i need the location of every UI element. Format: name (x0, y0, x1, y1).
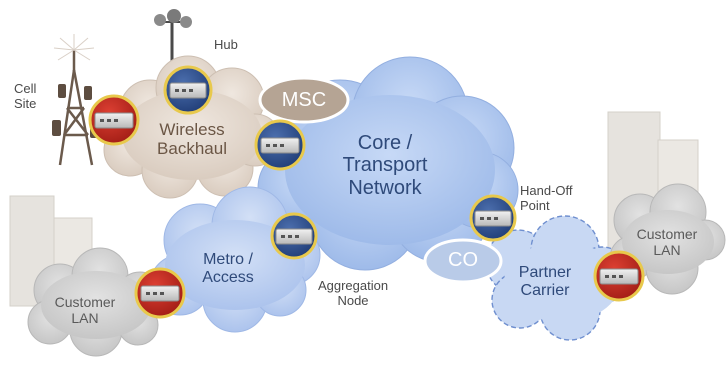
device-hand-off (469, 194, 517, 242)
wireless-backhaul-label: Wireless Backhaul (157, 120, 227, 159)
hand-off-point-label: Hand-Off Point (520, 183, 573, 213)
customer-cloud-left (27, 247, 165, 357)
metro-access-label: Metro / Access (202, 251, 254, 286)
device-cell-site (88, 94, 140, 146)
core-transport-label: Core / Transport Network (342, 132, 428, 199)
signal-rays (53, 34, 95, 61)
device-customer-right (593, 250, 645, 302)
aggregation-node-label: Aggregation Node (317, 278, 389, 308)
device-aggregation (270, 212, 318, 260)
cell-tower (58, 50, 94, 166)
partner-carrier-label: Partner Carrier (518, 264, 572, 299)
device-backhaul-core (254, 119, 306, 171)
msc-label: MSC (281, 89, 327, 111)
device-customer-left (134, 267, 186, 319)
co-label: CO (448, 249, 478, 271)
msc-pill (258, 76, 350, 124)
customer-lan-left-label: Customer LAN (54, 294, 116, 326)
device-hub (163, 65, 213, 115)
customer-lan-right-label: Customer LAN (636, 226, 698, 258)
hub-label: Hub (214, 37, 238, 52)
cell-site-label: Cell Site (14, 81, 37, 111)
core-cloud (257, 56, 519, 271)
co-pill (423, 238, 503, 284)
